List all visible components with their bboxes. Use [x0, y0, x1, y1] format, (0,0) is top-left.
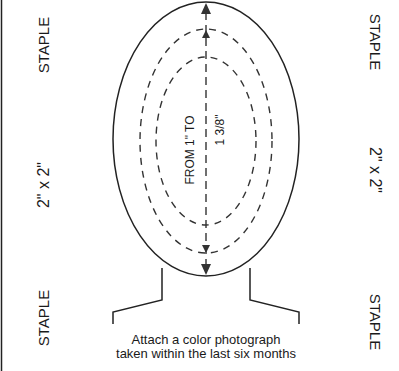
size-label: 2" x 2" [35, 162, 53, 208]
arrowhead [202, 30, 210, 38]
arrowhead [202, 245, 210, 253]
head-oval [113, 2, 299, 276]
staple-mark: STAPLE [36, 290, 53, 346]
dimension-label: 1 3/8" [214, 113, 227, 148]
neck-shoulder-line [113, 268, 162, 324]
caption-note: Attach a color photograph taken within t… [96, 333, 316, 362]
dimension-line [205, 12, 206, 266]
arrowhead [201, 264, 211, 275]
arrowhead [201, 3, 211, 14]
dimension-label: FROM 1" TO [184, 113, 197, 186]
neck-shoulder-line [250, 268, 299, 324]
staple-mark: STAPLE [367, 294, 384, 350]
staple-mark: STAPLE [36, 17, 53, 73]
border-line [1, 0, 3, 371]
staple-mark: STAPLE [367, 14, 384, 70]
size-label: 2" x 2" [366, 147, 384, 193]
outer-dashed-oval [140, 29, 272, 253]
